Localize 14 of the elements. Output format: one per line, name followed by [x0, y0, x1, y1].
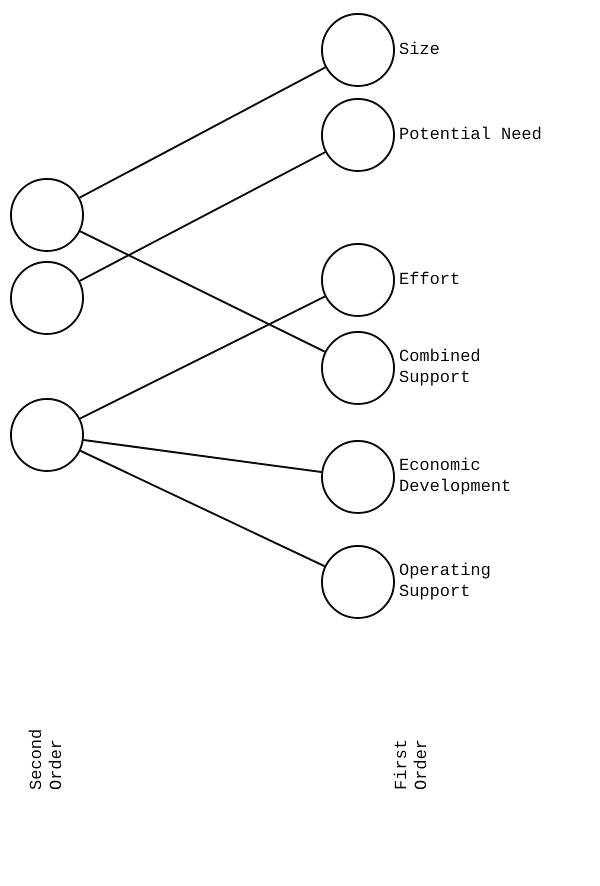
connector-line: [79, 66, 326, 199]
connector-line: [80, 230, 326, 353]
node-label: Operating Support: [399, 561, 492, 603]
connector-line: [84, 438, 322, 474]
axis-label: First Order: [393, 738, 433, 790]
connector-line: [80, 296, 326, 420]
node-label: Economic Development: [399, 456, 512, 498]
node-label: Potential Need: [399, 124, 543, 146]
node-label: Size: [399, 40, 441, 60]
connector-line: [80, 450, 325, 568]
node-label: Effort: [399, 270, 462, 290]
node-label: Combined Support: [399, 347, 482, 389]
axis-label: Second Order: [28, 728, 68, 790]
connector-line: [79, 151, 326, 282]
